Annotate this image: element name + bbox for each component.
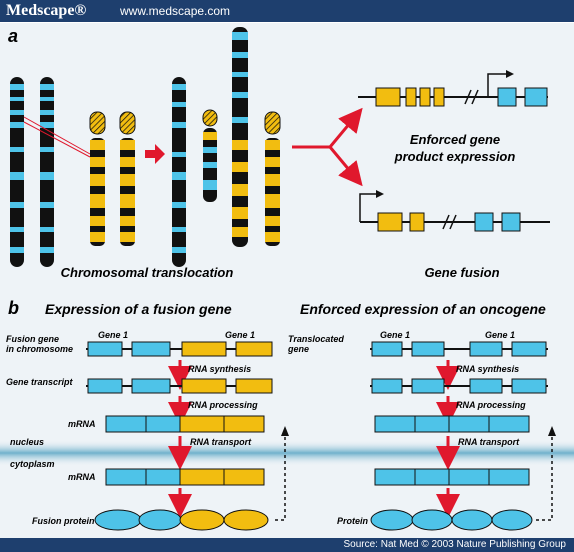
left-mrna-1: mRNA (68, 419, 96, 429)
left-transcript (86, 378, 273, 394)
arrow-down-right (328, 146, 363, 187)
right-label-translocated: Translocated (288, 334, 344, 344)
left-mrna-strip-1 (105, 415, 265, 433)
oncogene-protein (370, 509, 533, 531)
left-rna-processing: RNA processing (188, 400, 258, 410)
breakpoint-line (23, 121, 91, 158)
gene-fusion-construct (359, 190, 550, 232)
left-rna-transport: RNA transport (190, 437, 252, 447)
left-gene1-a: Gene 1 (98, 330, 128, 340)
site-url[interactable]: www.medscape.com (120, 4, 231, 18)
chromosomal-translocation-caption: Chromosomal translocation (61, 265, 234, 280)
chromosome-result-blue (172, 77, 186, 267)
right-mrna-strip-2 (374, 468, 530, 486)
chromosome-blue-1 (10, 77, 24, 267)
panel-a-letter: a (8, 26, 18, 46)
chromosome-blue-2 (40, 77, 54, 267)
right-gene1-b: Gene 1 (485, 330, 515, 340)
chromosome-derivative-tall (232, 27, 248, 247)
figure-diagram: a (0, 26, 574, 531)
fusion-protein (94, 509, 269, 531)
right-feedback-arrow (536, 432, 553, 521)
brand-logo: Medscape® (6, 2, 87, 19)
right-label-gene: gene (287, 344, 309, 354)
right-rna-synthesis: RNA synthesis (456, 364, 519, 374)
enforced-label-2: product expression (394, 149, 516, 164)
arrow-up-right (328, 107, 363, 148)
header-bar: Medscape® www.medscape.com (0, 0, 574, 22)
right-rna-processing: RNA processing (456, 400, 526, 410)
gene-fusion-caption: Gene fusion (424, 265, 499, 280)
left-rna-synthesis: RNA synthesis (188, 364, 251, 374)
breakpoint-line (23, 116, 91, 155)
right-gene1-a: Gene 1 (380, 330, 410, 340)
protein-label: Protein (337, 516, 369, 526)
left-feedback-arrow (275, 432, 286, 521)
panel-b-letter: b (8, 298, 19, 318)
source-credit: Source: Nat Med © 2003 Nature Publishing… (343, 539, 567, 550)
footer-bar: Source: Nat Med © 2003 Nature Publishing… (0, 538, 574, 552)
enforced-label-1: Enforced gene (410, 132, 500, 147)
right-title: Enforced expression of an oncogene (300, 301, 546, 317)
right-transcript (370, 378, 548, 394)
translocation-arrow (145, 144, 165, 164)
left-mrna-strip-2 (105, 468, 265, 486)
right-rna-transport: RNA transport (458, 437, 520, 447)
nucleus-label: nucleus (10, 437, 44, 447)
left-label-fusion-gene: Fusion gene (6, 334, 59, 344)
cytoplasm-label: cytoplasm (10, 459, 55, 469)
nuclear-membrane (0, 440, 574, 466)
left-gene1-b: Gene 1 (225, 330, 255, 340)
right-mrna-strip-1 (374, 415, 530, 433)
right-translocated-gene (370, 341, 548, 357)
left-gene-transcript: Gene transcript (6, 377, 74, 387)
enforced-gene-construct (358, 70, 548, 107)
left-mrna-2: mRNA (68, 472, 96, 482)
chromosome-yellow-result (264, 111, 281, 246)
left-label-chromosome: in chromosome (6, 344, 73, 354)
fusion-protein-label: Fusion protein (32, 516, 95, 526)
chromosome-derivative-small (202, 109, 218, 202)
chromosome-yellow-2 (119, 111, 136, 246)
chromosome-yellow-1 (89, 111, 106, 246)
left-title: Expression of a fusion gene (45, 301, 232, 317)
left-fusion-gene (86, 341, 273, 357)
